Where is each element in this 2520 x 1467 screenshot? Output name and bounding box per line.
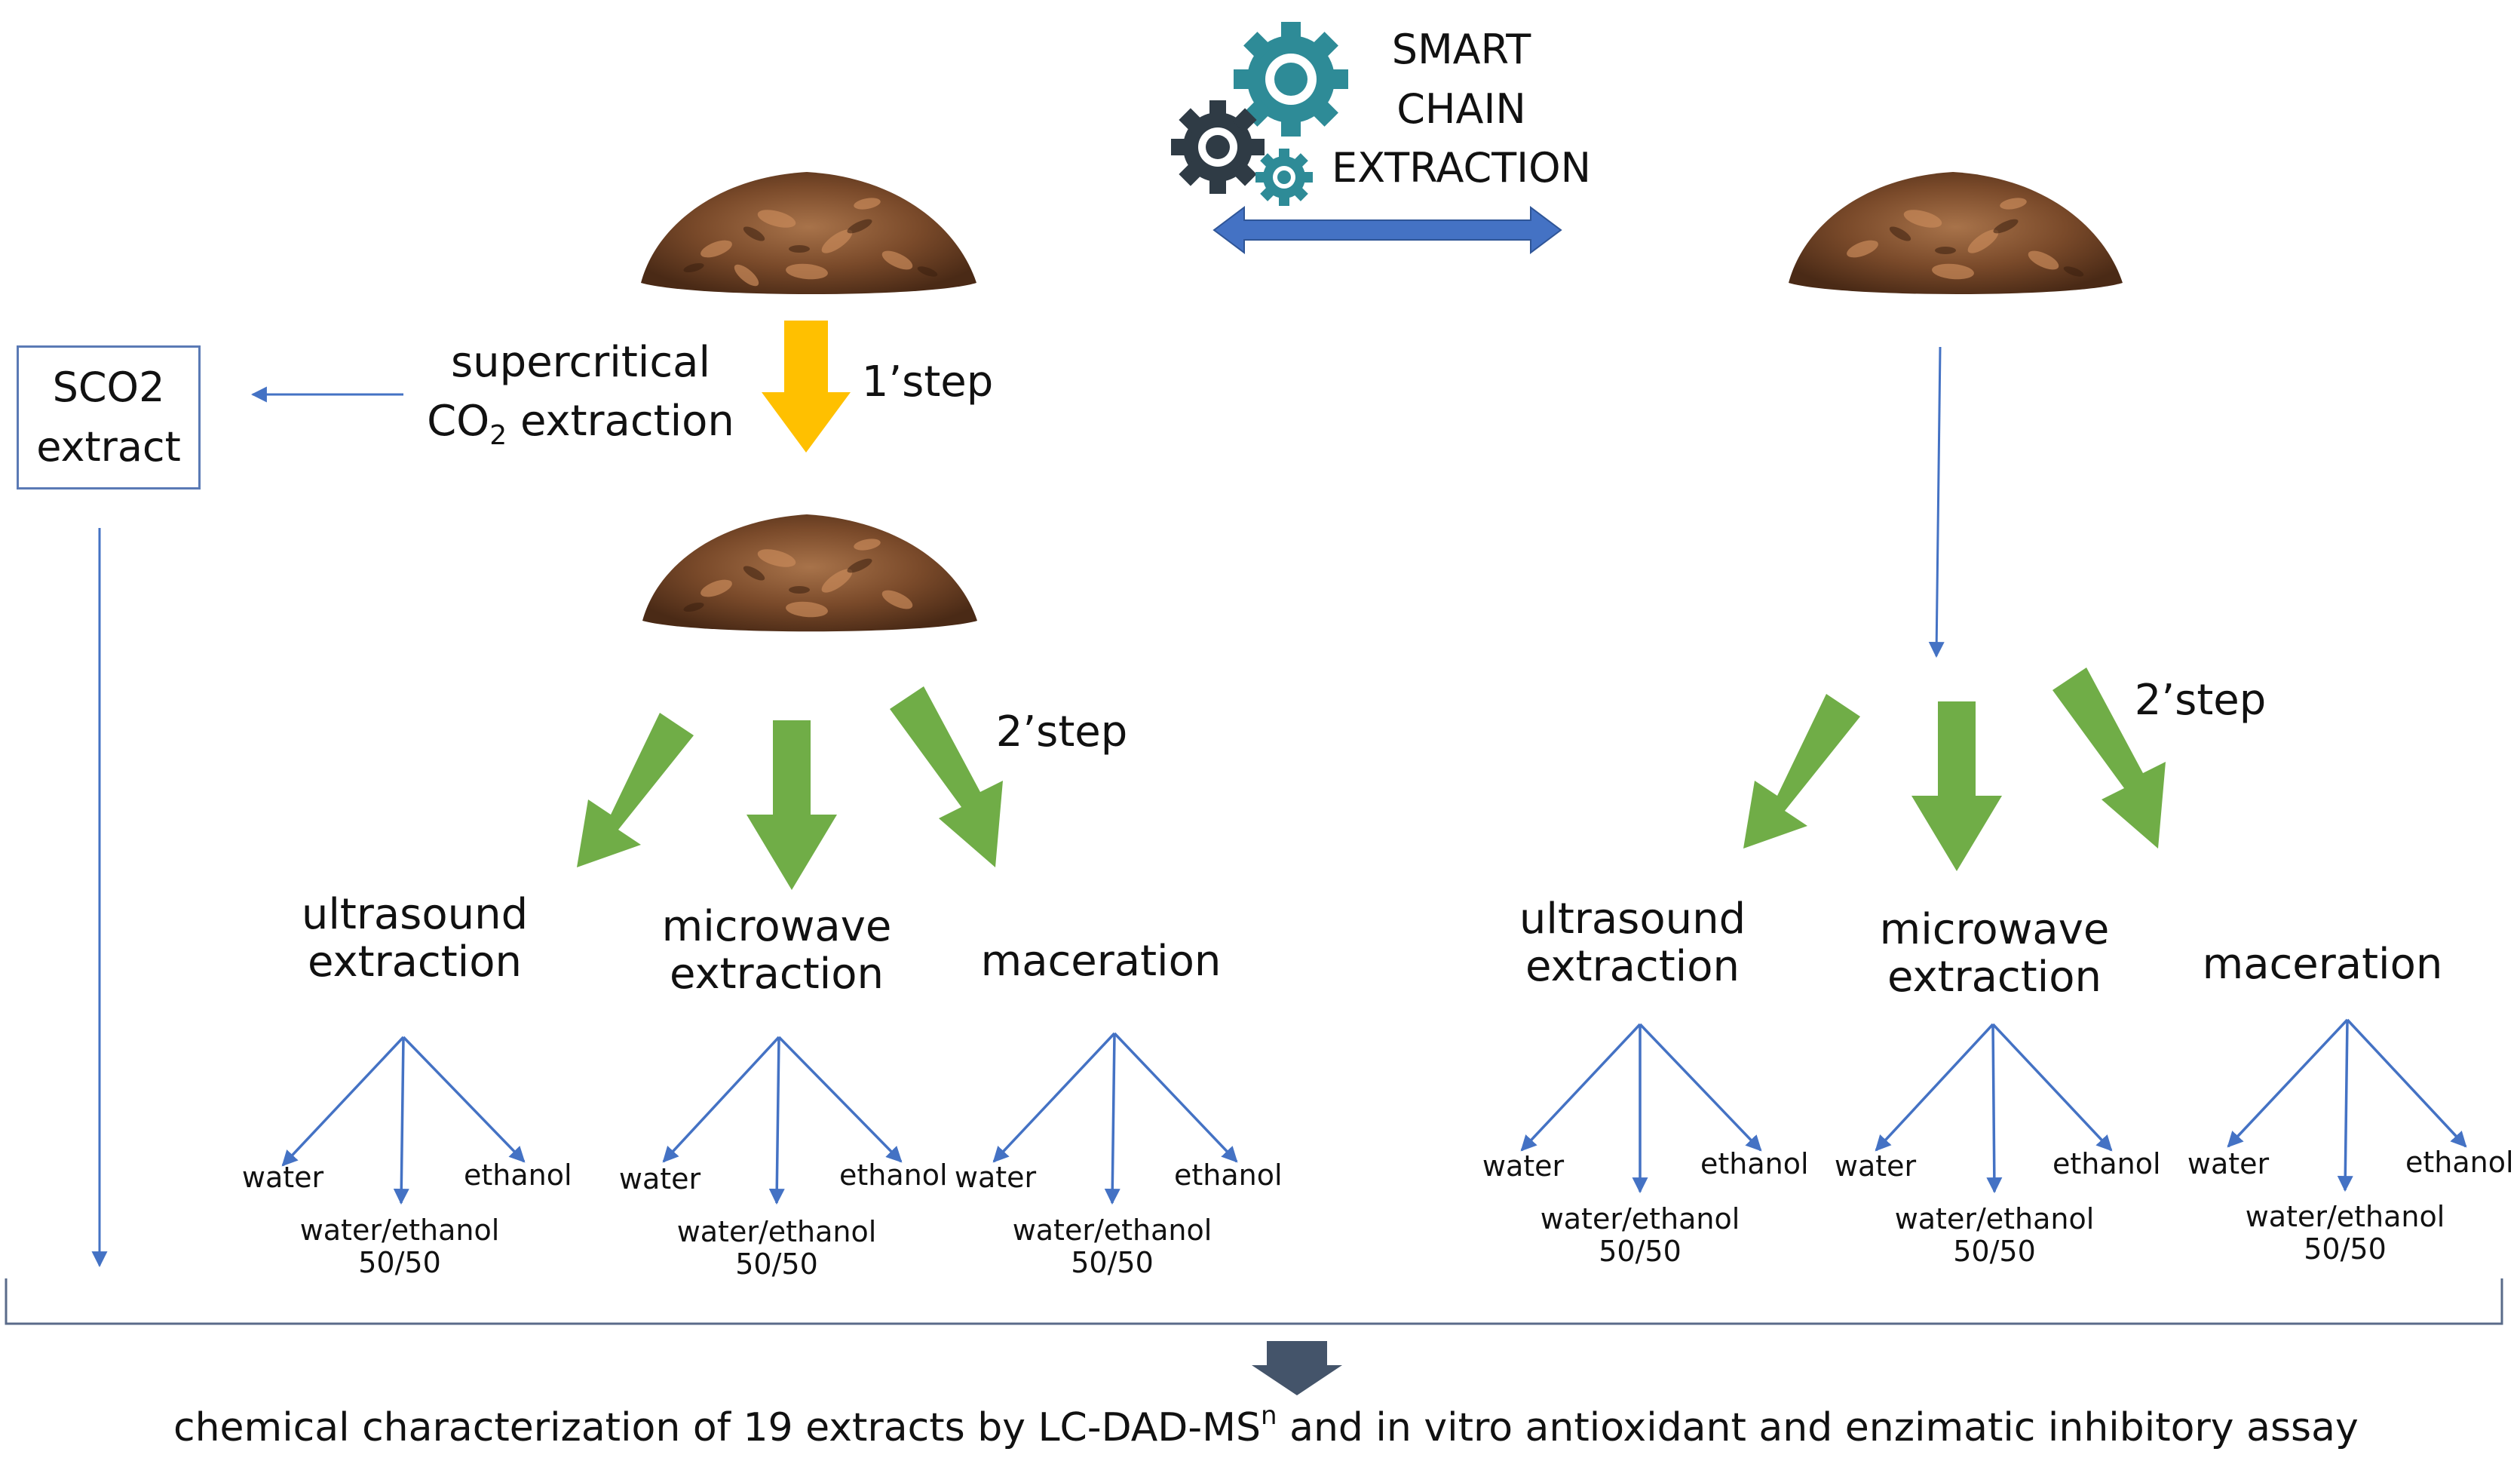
fan-left-maceration bbox=[992, 1032, 1238, 1205]
solvent-water: water bbox=[1482, 1149, 1565, 1183]
step2-arrow-left-1 bbox=[577, 713, 694, 867]
co2-prefix: CO bbox=[427, 397, 490, 446]
solvent-water: water bbox=[618, 1162, 701, 1195]
step2-arrow-right-2 bbox=[1911, 701, 2002, 871]
solvent-ethanol: ethanol bbox=[1700, 1147, 1809, 1180]
gears-icon bbox=[1171, 22, 1348, 206]
step2-label-right: 2’step bbox=[2134, 676, 2267, 725]
solvent-ethanol: ethanol bbox=[2052, 1147, 2161, 1180]
fan-left-microwave bbox=[662, 1036, 903, 1205]
caption-end: and in vitro antioxidant and enzimatic i… bbox=[1277, 1405, 2359, 1450]
fan-right-maceration bbox=[2227, 1018, 2467, 1192]
method-left-maceration: maceration bbox=[980, 937, 1222, 986]
step1-arrow bbox=[762, 321, 851, 453]
solvent-ethanol: ethanol bbox=[464, 1159, 572, 1192]
bark-pile-middle-left bbox=[642, 514, 977, 632]
fan-right-microwave bbox=[1875, 1023, 2113, 1194]
co2-extraction-label: CO2 extraction bbox=[407, 397, 754, 451]
supercritical-label: supercritical bbox=[450, 338, 710, 387]
method-right-maceration: maceration bbox=[2202, 940, 2443, 989]
co2-subscript: 2 bbox=[489, 420, 507, 451]
solvent-water: water bbox=[2187, 1147, 2270, 1180]
sco2-box-line1: SCO2 bbox=[52, 364, 165, 412]
solvent-water: water bbox=[1834, 1149, 1917, 1183]
down-block-arrow bbox=[1252, 1341, 1342, 1395]
double-arrow bbox=[1212, 206, 1562, 254]
caption-main: chemical characterization of 19 extracts… bbox=[173, 1405, 1261, 1450]
solvent-water: water bbox=[241, 1161, 324, 1194]
fan-right-ultrasound bbox=[1520, 1023, 1762, 1194]
footer-caption: chemical characterization of 19 extracts… bbox=[173, 1401, 2359, 1450]
solvent-water: water bbox=[954, 1161, 1037, 1194]
step2-label-left: 2’step bbox=[995, 707, 1128, 757]
step1-label: 1’step bbox=[861, 358, 994, 407]
sco2-box-line2: extract bbox=[36, 422, 181, 471]
bark-pile-top-right bbox=[1789, 172, 2123, 294]
logo-line-1: SMART bbox=[1391, 26, 1531, 73]
arrow-right-pile-down bbox=[1928, 346, 1945, 658]
step2-arrow-left-3 bbox=[890, 686, 1003, 867]
solvent-ethanol: ethanol bbox=[839, 1159, 948, 1192]
solvent-ethanol: ethanol bbox=[2405, 1146, 2514, 1179]
sco2-extract-box: SCO2 extract bbox=[17, 345, 201, 490]
co2-suffix: extraction bbox=[507, 397, 734, 446]
caption-superscript: n bbox=[1260, 1401, 1277, 1431]
step2-arrows-right bbox=[1743, 668, 2166, 871]
solvent-fans bbox=[281, 1018, 2467, 1205]
step2-arrow-right-1 bbox=[1743, 694, 1860, 849]
step2-arrow-left-2 bbox=[746, 720, 837, 890]
logo-line-3: EXTRACTION bbox=[1332, 144, 1591, 192]
step2-arrows-left bbox=[577, 686, 1003, 890]
logo-line-2: CHAIN bbox=[1396, 85, 1526, 133]
step2-arrow-right-3 bbox=[2052, 668, 2166, 849]
solvent-ethanol: ethanol bbox=[1174, 1159, 1283, 1192]
bark-pile-top-left bbox=[641, 172, 976, 294]
fan-left-ultrasound bbox=[281, 1036, 526, 1205]
bottom-bracket bbox=[5, 1278, 2503, 1325]
